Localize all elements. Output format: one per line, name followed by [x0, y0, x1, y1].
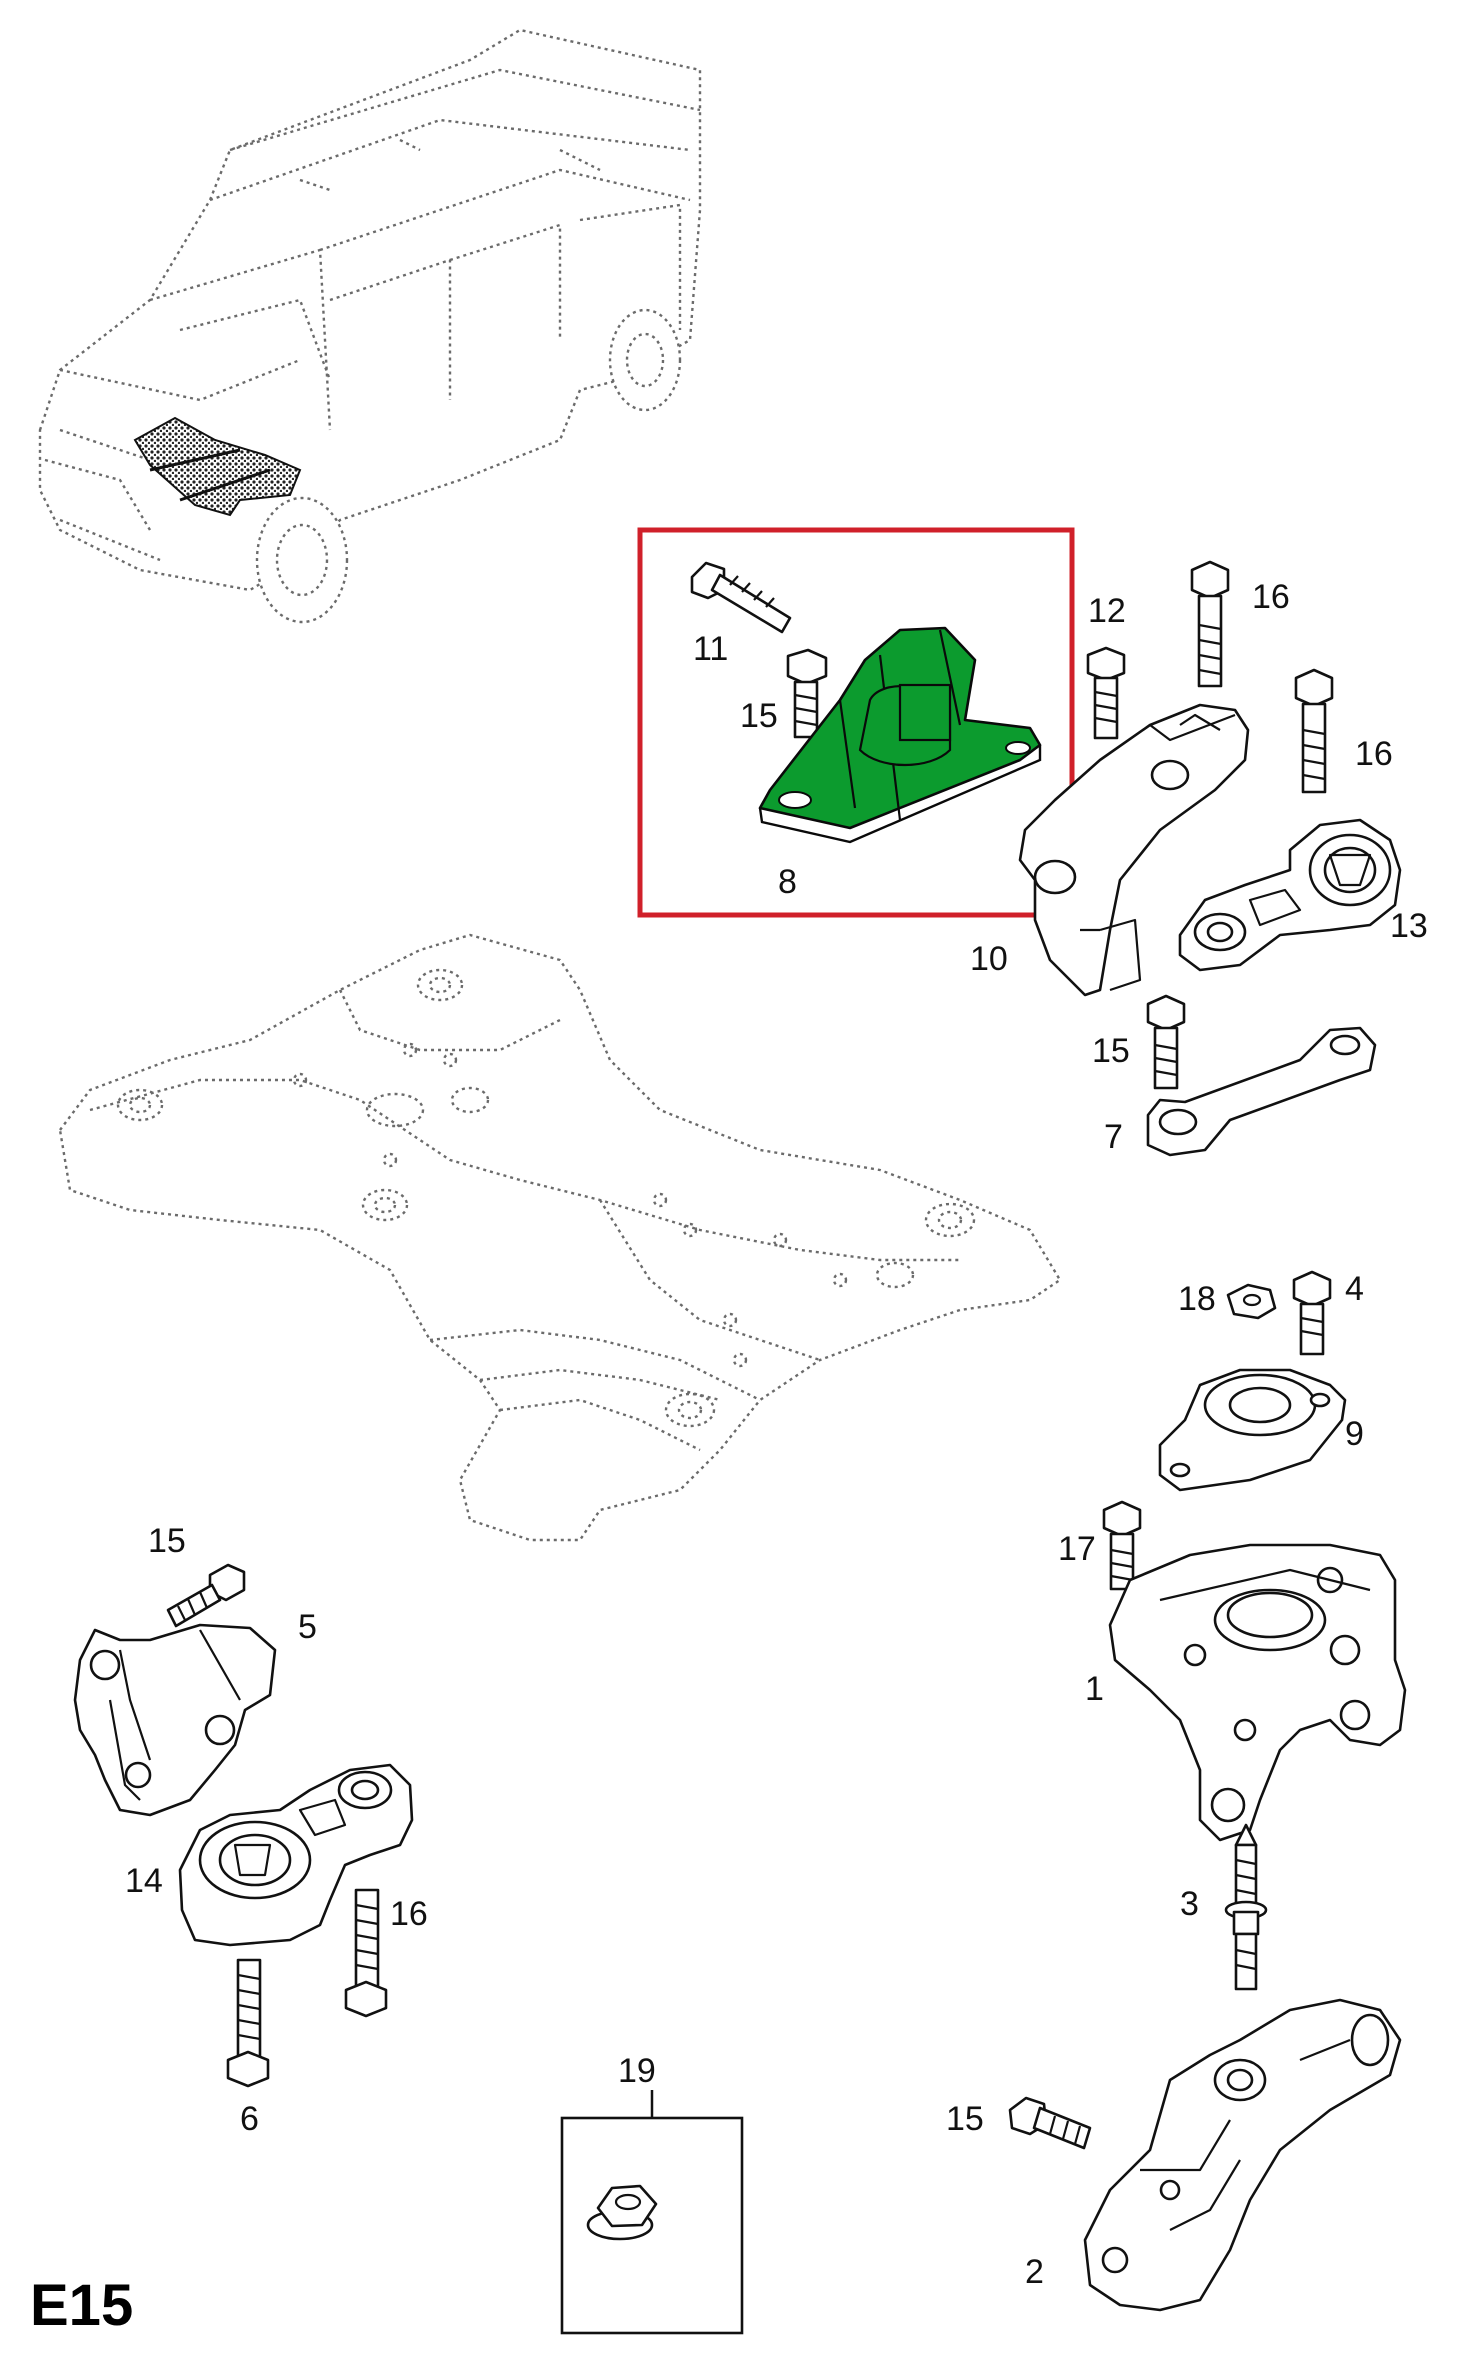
mount-bracket-1: [1108, 1543, 1407, 1842]
callout-1: 1: [1085, 1670, 1104, 1708]
callout-19: 19: [618, 2052, 656, 2090]
nut-19-detail: [560, 2090, 744, 2335]
bolt-17: [1102, 1500, 1142, 1591]
callout-5: 5: [298, 1608, 317, 1646]
bolt-11: [690, 561, 792, 634]
torque-rod-mount-13: [1178, 818, 1402, 972]
callout-3: 3: [1180, 1885, 1199, 1923]
callout-13: 13: [1390, 907, 1428, 945]
stud-bolt-3: [1224, 1823, 1268, 1991]
van-overview-illustration: [38, 28, 702, 624]
bolt-16-upper: [1190, 560, 1230, 688]
callout-4: 4: [1345, 1270, 1364, 1308]
diagram-code: E15: [30, 2273, 133, 2338]
callout-6: 6: [240, 2100, 259, 2138]
engine-mount-9: [1158, 1368, 1347, 1492]
callout-11: 11: [693, 630, 728, 668]
bolt-12: [1086, 646, 1126, 740]
callout-18: 18: [1178, 1280, 1216, 1318]
subframe-crossmember-illustration: [58, 933, 1062, 1542]
callout-10: 10: [970, 940, 1008, 978]
bolt-15-upper-right: [1146, 994, 1186, 1090]
nut-18: [1226, 1283, 1277, 1320]
callout-12: 12: [1088, 592, 1126, 630]
callout-15-left: 15: [148, 1522, 186, 1560]
bolt-16-lower: [344, 1888, 388, 2018]
callout-2: 2: [1025, 2253, 1044, 2291]
torque-rod-14: [178, 1763, 414, 1947]
bracket-5: [73, 1623, 277, 1817]
callout-16-middle: 16: [1355, 735, 1393, 773]
callout-8: 8: [778, 863, 797, 901]
callout-16-lower: 16: [390, 1895, 428, 1933]
bolt-15-upper-left: [786, 648, 828, 739]
callout-15-upper-left: 15: [740, 697, 778, 735]
bolt-4: [1292, 1270, 1332, 1356]
callout-16-upper: 16: [1252, 578, 1290, 616]
engine-mount-8-highlighted: [758, 626, 1042, 844]
bolt-6: [226, 1958, 270, 2088]
callout-17: 17: [1058, 1530, 1096, 1568]
callout-7: 7: [1104, 1118, 1123, 1156]
selection-highlight-box: [637, 527, 1075, 918]
bolt-16-middle: [1294, 668, 1334, 794]
callout-15-upper-right: 15: [1092, 1032, 1130, 1070]
callout-14: 14: [125, 1862, 163, 1900]
bolt-15-left: [166, 1563, 246, 1628]
callout-9: 9: [1345, 1415, 1364, 1453]
bracket-10: [1018, 703, 1250, 997]
callout-15-lower: 15: [946, 2100, 984, 2138]
link-arm-7: [1146, 1026, 1377, 1157]
bolt-15-lower: [1008, 2096, 1092, 2150]
gearbox-bracket-2: [1083, 1998, 1402, 2312]
